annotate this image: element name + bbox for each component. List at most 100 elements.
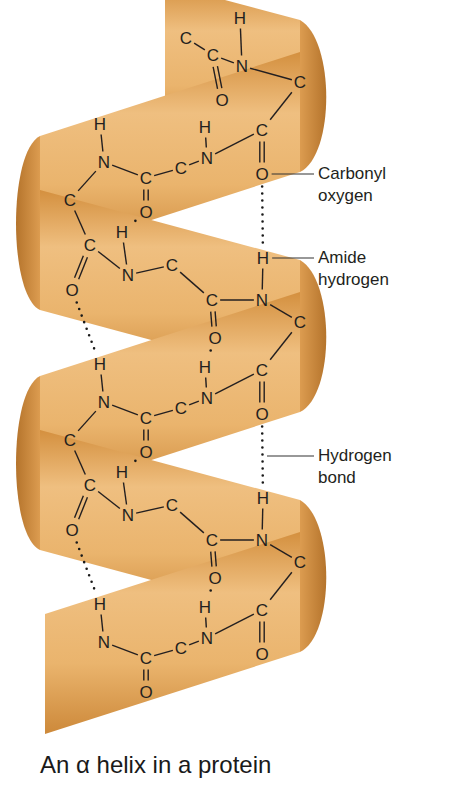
atom-symbol: C xyxy=(166,497,178,514)
hydrogen-bond-dots xyxy=(261,427,264,486)
callout-label: Hydrogen bond xyxy=(318,445,410,489)
atom-symbol: C xyxy=(256,122,268,139)
atom-slot: C xyxy=(64,192,76,209)
atom-slot: H xyxy=(94,356,106,373)
atom-symbol: N xyxy=(256,292,268,309)
atom-slot: C xyxy=(207,47,219,64)
double-bond-line xyxy=(147,430,148,441)
atom-slot: N xyxy=(201,630,213,647)
double-bond-line xyxy=(215,551,216,566)
atom-slot: C xyxy=(175,640,187,657)
atom-slot: O xyxy=(215,92,228,109)
double-bond-line xyxy=(259,142,260,163)
double-bond-line xyxy=(264,622,265,643)
atom-symbol: H xyxy=(199,359,211,376)
double-bond-line xyxy=(147,190,148,201)
atom-slot: H xyxy=(234,10,246,27)
double-bond-line xyxy=(259,382,260,403)
single-bond-line xyxy=(136,507,164,513)
atom-slot: C xyxy=(256,602,268,619)
single-bond-line xyxy=(78,411,96,431)
atom-slot: H xyxy=(199,119,211,136)
double-bond-line xyxy=(79,257,88,279)
atom-slot: N xyxy=(236,58,248,75)
atom-symbol: H xyxy=(199,119,211,136)
atom-symbol: N xyxy=(98,634,110,651)
single-bond-line xyxy=(112,165,138,175)
single-bond-line xyxy=(262,269,264,290)
atom-symbol: C xyxy=(64,432,76,449)
double-bond-line xyxy=(79,497,88,519)
atom-symbol: C xyxy=(140,170,152,187)
atom-symbol: O xyxy=(255,406,268,423)
atom-symbol: C xyxy=(206,292,218,309)
single-bond-line xyxy=(180,512,204,533)
callout-label: Amide hydrogen xyxy=(318,247,410,291)
single-bond-line xyxy=(101,615,103,632)
ribbon-turn xyxy=(16,376,40,550)
atom-symbol: N xyxy=(201,390,213,407)
atom-slot: O xyxy=(139,204,152,221)
atom-symbol: O xyxy=(255,166,268,183)
atom-slot: C xyxy=(166,497,178,514)
atom-slot: O xyxy=(255,406,268,423)
atom-slot: H xyxy=(257,250,269,267)
single-bond-line xyxy=(75,451,86,475)
double-bond-line xyxy=(147,670,148,681)
atom-symbol: O xyxy=(255,646,268,663)
atom-symbol: C xyxy=(207,47,219,64)
single-bond-line xyxy=(123,243,126,265)
atom-slot: N xyxy=(98,154,110,171)
atom-slot: C xyxy=(140,650,152,667)
double-bond-line xyxy=(211,312,212,327)
single-bond-line xyxy=(250,68,292,80)
single-bond-line xyxy=(240,29,241,56)
atom-symbol: H xyxy=(234,10,246,27)
atom-symbol: O xyxy=(139,444,152,461)
atom-slot: C xyxy=(256,362,268,379)
atom-symbol: C xyxy=(256,602,268,619)
hydrogen-bond-dots xyxy=(132,221,135,224)
atom-symbol: H xyxy=(199,599,211,616)
atom-symbol: C xyxy=(175,640,187,657)
hydrogen-bond-dots xyxy=(132,461,135,464)
single-bond-line xyxy=(154,170,173,175)
atom-symbol: C xyxy=(294,554,306,571)
double-bond-line xyxy=(264,142,265,163)
atom-symbol: C xyxy=(166,257,178,274)
atom-slot: C xyxy=(140,170,152,187)
atom-slot: C xyxy=(206,292,218,309)
atom-slot: C xyxy=(180,30,192,47)
ribbon-turn xyxy=(300,500,326,652)
atom-symbol: O xyxy=(139,684,152,701)
atom-symbol: C xyxy=(140,410,152,427)
callout-slot: Amide hydrogen xyxy=(318,247,410,291)
atom-symbol: C xyxy=(140,650,152,667)
single-bond-line xyxy=(220,539,254,540)
single-bond-line xyxy=(221,58,234,63)
single-bond-line xyxy=(189,401,199,405)
atom-symbol: H xyxy=(94,116,106,133)
atom-slot: C xyxy=(175,400,187,417)
atom-slot: N xyxy=(201,150,213,167)
single-bond-line xyxy=(205,378,207,388)
atom-symbol: N xyxy=(201,150,213,167)
atom-slot: H xyxy=(116,224,128,241)
atom-symbol: O xyxy=(208,330,221,347)
leader-line xyxy=(272,257,314,258)
single-bond-line xyxy=(215,134,254,154)
atom-slot: C xyxy=(256,122,268,139)
atom-slot: O xyxy=(208,330,221,347)
double-bond-line xyxy=(217,66,221,88)
single-bond-line xyxy=(270,545,292,558)
callout-slot: Hydrogen bond xyxy=(318,445,410,489)
ribbon-turn xyxy=(300,20,326,172)
callout-label: Carbonyl oxygen xyxy=(318,163,410,207)
atom-symbol: H xyxy=(257,490,269,507)
hydrogen-bond-dots xyxy=(261,187,264,246)
double-bond-line xyxy=(75,256,84,278)
atom-symbol: N xyxy=(98,394,110,411)
hydrogen-bond-dots xyxy=(209,351,210,355)
